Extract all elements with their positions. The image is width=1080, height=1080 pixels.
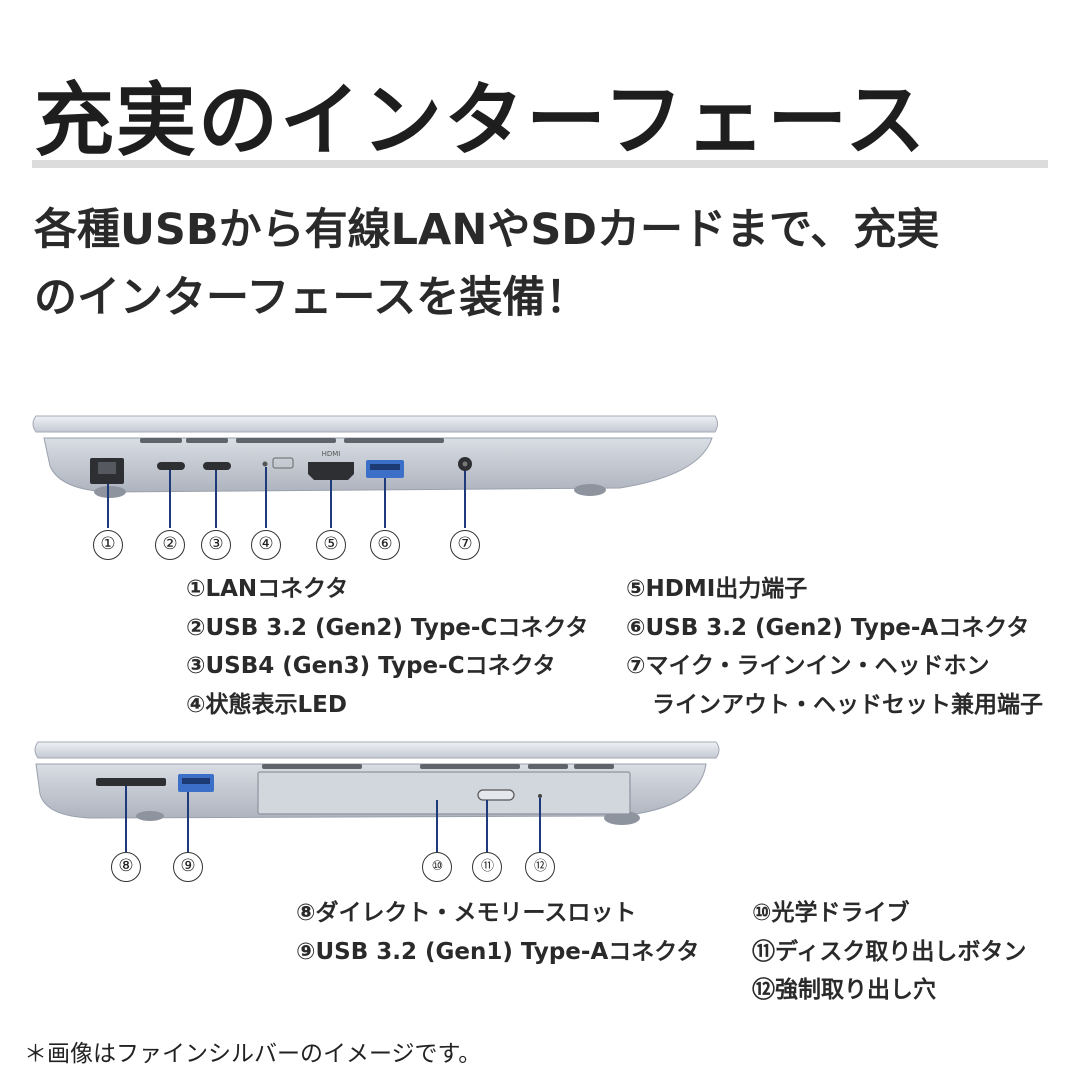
lan-port (90, 458, 124, 484)
port-label-2: ②USB 3.2 (Gen2) Type-Cコネクタ (186, 614, 589, 641)
hdmi-port (308, 462, 354, 480)
usb4-port (203, 462, 231, 470)
top-right-port-list: ⑤HDMI出力端子 ⑥USB 3.2 (Gen2) Type-Aコネクタ ⑦マイ… (626, 570, 1043, 724)
marker-6: ⑥ (370, 530, 400, 560)
hdmi-mark: HDMI (322, 450, 341, 458)
marker-12: ⑫ (525, 852, 555, 882)
marker-3: ③ (201, 530, 231, 560)
subtitle: 各種USBから有線LANやSDカードまで、充実 のインターフェースを装備！ (34, 196, 1044, 332)
port-label-1: ①LANコネクタ (186, 576, 349, 602)
emergency-eject-hole (538, 794, 542, 798)
marker-5: ⑤ (316, 530, 346, 560)
marker-1: ① (93, 530, 123, 560)
subtitle-line-1: 各種USBから有線LANやSDカードまで、充実 (34, 205, 940, 255)
marker-8: ⑧ (111, 852, 141, 882)
top-left-port-list: ①LANコネクタ ②USB 3.2 (Gen2) Type-Cコネクタ ③USB… (186, 570, 588, 724)
subtitle-line-2: のインターフェースを装備！ (34, 273, 589, 323)
bottom-right-port-list: ⑩光学ドライブ ⑪ディスク取り出しボタン ⑫強制取り出し穴 (752, 894, 1026, 1010)
marker-2: ② (155, 530, 185, 560)
bottom-left-port-list: ⑧ダイレクト・メモリースロット ⑨USB 3.2 (Gen1) Type-Aコネ… (296, 894, 699, 971)
marker-9: ⑨ (173, 852, 203, 882)
port-label-11: ⑪ディスク取り出しボタン (752, 938, 1027, 965)
port-label-8: ⑧ダイレクト・メモリースロット (296, 900, 637, 926)
port-label-5: ⑤HDMI出力端子 (626, 576, 808, 602)
port-label-12: ⑫強制取り出し穴 (752, 977, 936, 1003)
port-label-10: ⑩光学ドライブ (752, 900, 910, 926)
marker-4: ④ (251, 530, 281, 560)
port-label-7: ⑦マイク・ラインイン・ヘッドホン (626, 653, 990, 679)
marker-7: ⑦ (450, 530, 480, 560)
laptop-right-side-view (34, 741, 720, 852)
port-label-9: ⑨USB 3.2 (Gen1) Type-Aコネクタ (296, 938, 700, 965)
page-title: 充実のインターフェース (34, 74, 928, 167)
optical-drive (257, 771, 631, 815)
marker-10: ⑩ (422, 852, 452, 882)
port-label-6: ⑥USB 3.2 (Gen2) Type-Aコネクタ (626, 614, 1030, 641)
port-label-3: ③USB4 (Gen3) Type-Cコネクタ (186, 653, 556, 679)
usb-c-gen2-port (157, 462, 185, 470)
laptop-left-side-view: HDMI (32, 415, 718, 528)
memory-slot (96, 778, 166, 786)
footnote: ＊画像はファインシルバーのイメージです。 (24, 1041, 482, 1067)
title-divider (32, 160, 1048, 168)
port-label-4: ④状態表示LED (186, 691, 347, 718)
marker-11: ⑪ (472, 852, 502, 882)
status-led (262, 461, 268, 467)
eject-button (477, 789, 515, 801)
port-label-7-continued: ラインアウト・ヘッドセット兼用端子 (652, 691, 1043, 718)
